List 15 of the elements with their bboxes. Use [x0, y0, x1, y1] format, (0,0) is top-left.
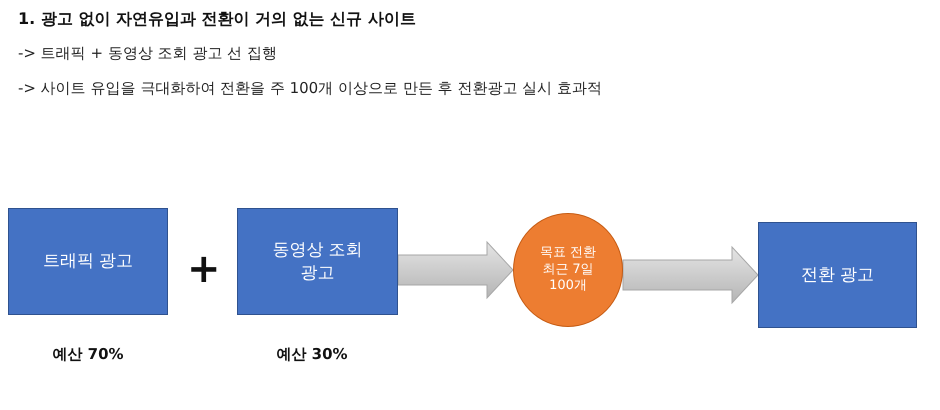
block-arrow — [398, 240, 514, 300]
node-label: 전환 광고 — [800, 264, 874, 286]
node-label: 목표 전환 최근 7일 100개 — [538, 244, 598, 296]
budget-label: 예산 30% — [276, 345, 348, 364]
block-arrow — [622, 246, 759, 304]
note-line: -> 사이트 유입을 극대화하여 전환을 주 100개 이상으로 만든 후 전환광고 실시 효과적 — [18, 79, 602, 98]
title: 1. 광고 없이 자연유입과 전환이 거의 없는 신규 사이트 — [18, 9, 416, 30]
budget-label: 예산 70% — [52, 345, 124, 364]
ad-box — [237, 208, 398, 315]
ad-box — [8, 208, 168, 315]
node-label: 트래픽 광고 — [42, 250, 134, 273]
note-line: -> 트래픽 + 동영상 조회 광고 선 집행 — [18, 44, 277, 63]
plus-sign: + — [187, 247, 221, 291]
node-label: 동영상 조회 광고 — [271, 239, 364, 284]
ad-box — [758, 222, 917, 328]
